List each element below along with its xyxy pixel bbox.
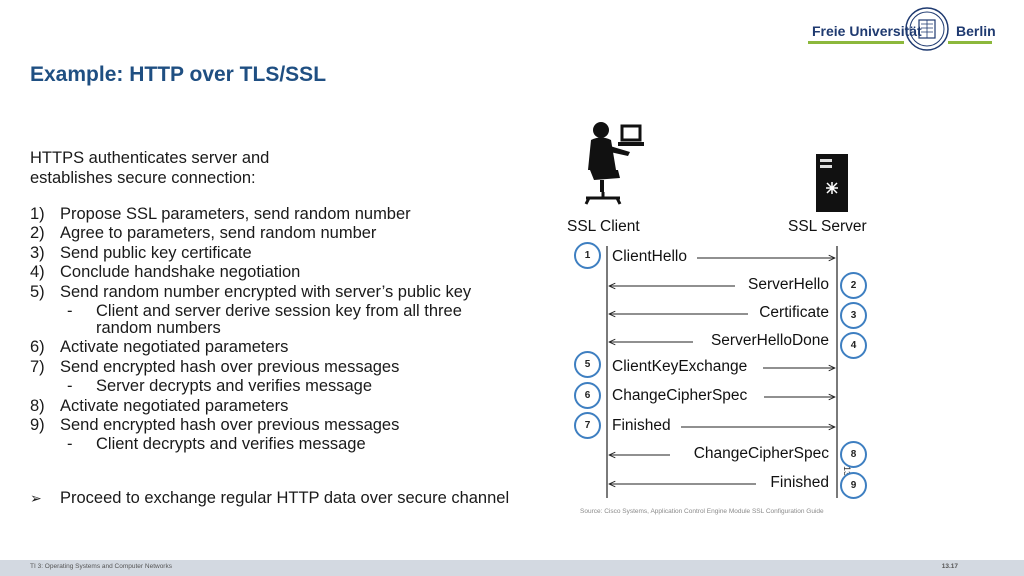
step-text: Conclude handshake negotiation [60, 263, 301, 282]
proceed-bullet: ➢ Proceed to exchange regular HTTP data … [30, 490, 520, 507]
page-title: Example: HTTP over TLS/SSL [30, 63, 327, 86]
step-text: Agree to parameters, send random number [60, 224, 377, 243]
step-text: Activate negotiated parameters [60, 338, 289, 357]
step-text: Send public key certificate [60, 243, 252, 262]
sub-step-dash: - [67, 377, 73, 396]
ssl-handshake-diagram: 13917 SSL Client SSL Server ClientHello … [560, 118, 890, 508]
footer-bar: TI 3: Operating Systems and Computer Net… [0, 560, 1024, 576]
logo-bar-left [808, 41, 904, 44]
client-user-icon [584, 122, 644, 205]
step-badge-5: 5 [574, 351, 601, 378]
step-badge-2: 2 [840, 272, 867, 299]
msg-finished-server: Finished [770, 474, 829, 491]
ssl-client-label: SSL Client [567, 218, 640, 235]
footer-page-number: 13.17 [941, 563, 958, 570]
step-badge-1: 1 [574, 242, 601, 269]
step-item: 4) Conclude handshake negotiation [30, 264, 520, 281]
step-item: 7) Send encrypted hash over previous mess… [30, 357, 520, 376]
msg-finished-client: Finished [612, 417, 671, 434]
step-item: 2) Agree to parameters, send random numbe… [30, 225, 520, 242]
step-text: Propose SSL parameters, send random numb… [60, 205, 411, 223]
step-badge-4: 4 [840, 332, 867, 359]
diagram-source: Source: Cisco Systems, Application Contr… [580, 508, 824, 515]
footer-course: TI 3: Operating Systems and Computer Net… [30, 563, 172, 570]
msg-changecipherspec-client: ChangeCipherSpec [612, 387, 748, 404]
msg-serverhellodone: ServerHelloDone [710, 332, 829, 349]
ssl-server-label: SSL Server [788, 218, 867, 235]
step-number: 6) [30, 338, 45, 357]
step-text: Send encrypted hash over previous messag… [60, 415, 400, 434]
step-item: 1) Propose SSL parameters, send random nu… [30, 206, 520, 223]
sub-step-dash: - [67, 435, 73, 454]
university-seal-icon [905, 7, 949, 51]
step-item: 8) Activate negotiated parameters [30, 396, 520, 415]
step-number: 7) [30, 357, 45, 376]
steps-list: 1) Propose SSL parameters, send random nu… [30, 206, 520, 456]
university-logo: Freie Universität Berlin [808, 4, 996, 54]
logo-text-right: Berlin [956, 23, 996, 39]
step-number: 5) [30, 282, 45, 301]
sub-step-text: Server decrypts and verifies message [96, 377, 373, 396]
step-text: Activate negotiated parameters [60, 396, 289, 415]
msg-certificate: Certificate [759, 304, 829, 321]
step-item: 5) Send random number encrypted with serv… [30, 282, 520, 301]
server-tower-icon [816, 154, 848, 212]
sub-step-text: Client and server derive session key fro… [96, 301, 462, 337]
step-item: 9) Send encrypted hash over previous mess… [30, 415, 520, 434]
step-badge-9: 9 [840, 472, 867, 499]
msg-serverhello: ServerHello [748, 276, 829, 293]
msg-changecipherspec-server: ChangeCipherSpec [693, 445, 829, 462]
step-item: 6) Activate negotiated parameters [30, 339, 520, 356]
sub-step-dash: - [67, 301, 73, 320]
step-number: 2) [30, 224, 45, 243]
msg-clienthello: ClientHello [612, 248, 687, 265]
logo-bar-right [948, 41, 992, 44]
step-item: 3) Send public key certificate [30, 243, 520, 262]
sub-step-item: - Server decrypts and verifies message [30, 378, 520, 395]
step-badge-8: 8 [840, 441, 867, 468]
step-number: 9) [30, 415, 45, 434]
step-number: 1) [30, 205, 45, 223]
intro-text: HTTPS authenticates server and establish… [30, 149, 270, 187]
step-number: 3) [30, 243, 45, 262]
sub-step-item: - Client decrypts and verifies message [30, 436, 520, 453]
logo-text-left: Freie Universität [812, 23, 922, 39]
diagram-graphics: 13917 [584, 122, 852, 498]
step-number: 4) [30, 263, 45, 282]
sub-step-text: Client decrypts and verifies message [96, 435, 366, 454]
sub-step-item: - Client and server derive session key fr… [30, 301, 520, 337]
bullet-text: Proceed to exchange regular HTTP data ov… [60, 489, 510, 507]
step-badge-7: 7 [574, 412, 601, 439]
step-badge-6: 6 [574, 382, 601, 409]
msg-clientkeyexchange: ClientKeyExchange [612, 358, 748, 375]
step-text: Send random number encrypted with server… [60, 282, 472, 301]
step-badge-3: 3 [840, 302, 867, 329]
arrow-bullet-icon: ➢ [30, 490, 42, 506]
step-text: Send encrypted hash over previous messag… [60, 357, 400, 376]
step-number: 8) [30, 396, 45, 415]
